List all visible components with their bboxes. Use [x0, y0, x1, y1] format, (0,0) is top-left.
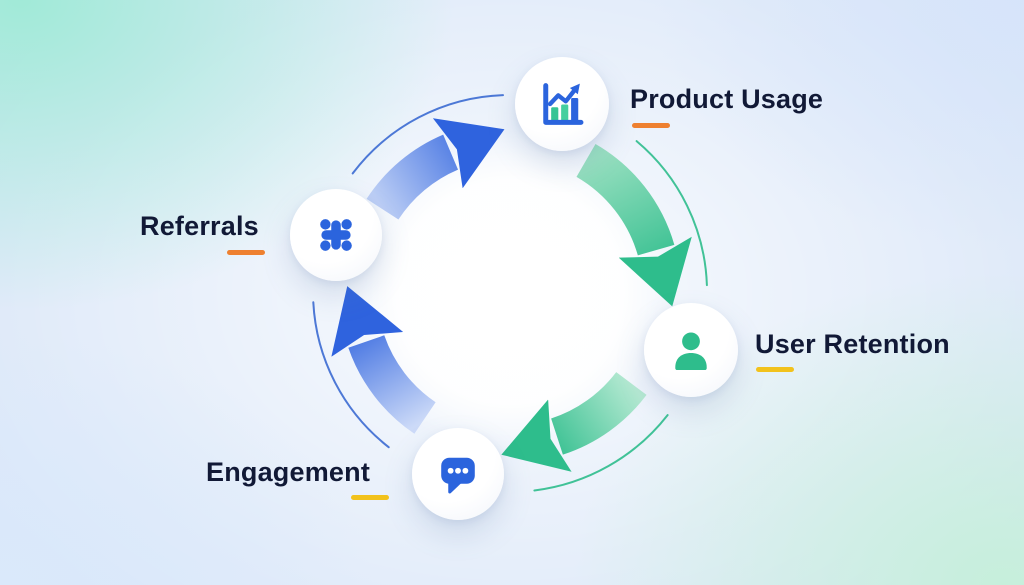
- chart-axis: [543, 83, 584, 125]
- chat-dot: [455, 467, 461, 474]
- referrals-label: Referrals: [140, 211, 259, 241]
- referrals-underline: [227, 250, 265, 255]
- chat-bubble-icon: [441, 457, 475, 494]
- arrow-referrals-to-product-usage: [366, 118, 505, 221]
- node-engagement: [412, 428, 504, 520]
- chart-bar-green: [551, 107, 559, 122]
- chat-dot: [462, 467, 469, 474]
- thin-blue-arc-top-left: [351, 94, 504, 175]
- user-retention-underline: [756, 367, 794, 372]
- user-retention-label: User Retention: [755, 329, 950, 359]
- product-usage-underline: [632, 123, 670, 128]
- hub-cross-horizontal: [321, 230, 351, 240]
- thin-blue-arc-bottom-left: [312, 301, 390, 449]
- engagement-label: Engagement: [206, 457, 371, 487]
- thin-green-arc-right: [635, 140, 708, 287]
- node-product-usage: [515, 57, 609, 151]
- chart-trend-line: [547, 88, 577, 107]
- hub-dot: [320, 240, 331, 251]
- thin-green-arc-bottom-right: [533, 414, 669, 492]
- user-head: [682, 332, 700, 351]
- product-usage-label: Product Usage: [630, 84, 824, 114]
- arrow-engagement-to-referrals: [331, 286, 437, 434]
- chart-bar-blue: [571, 98, 579, 122]
- arrow-user-retention-to-engagement: [501, 371, 647, 472]
- node-user-retention: [644, 303, 738, 397]
- chat-dot: [447, 467, 454, 474]
- hub-dot: [341, 240, 352, 251]
- engagement-underline: [351, 495, 389, 500]
- chat-bubble-tail: [448, 480, 462, 494]
- bar-chart-growth-icon: [543, 83, 584, 125]
- chart-trend-arrowhead: [569, 83, 580, 95]
- user-icon: [675, 332, 707, 371]
- user-body: [675, 353, 707, 371]
- hub-dot: [320, 219, 331, 230]
- network-hub-icon: [320, 219, 352, 251]
- chart-bar-teal: [561, 104, 569, 122]
- node-referrals: [290, 189, 382, 281]
- hub-dot: [341, 219, 352, 230]
- arrow-product-usage-to-user-retention: [576, 143, 692, 307]
- center-white-glow: [348, 130, 672, 454]
